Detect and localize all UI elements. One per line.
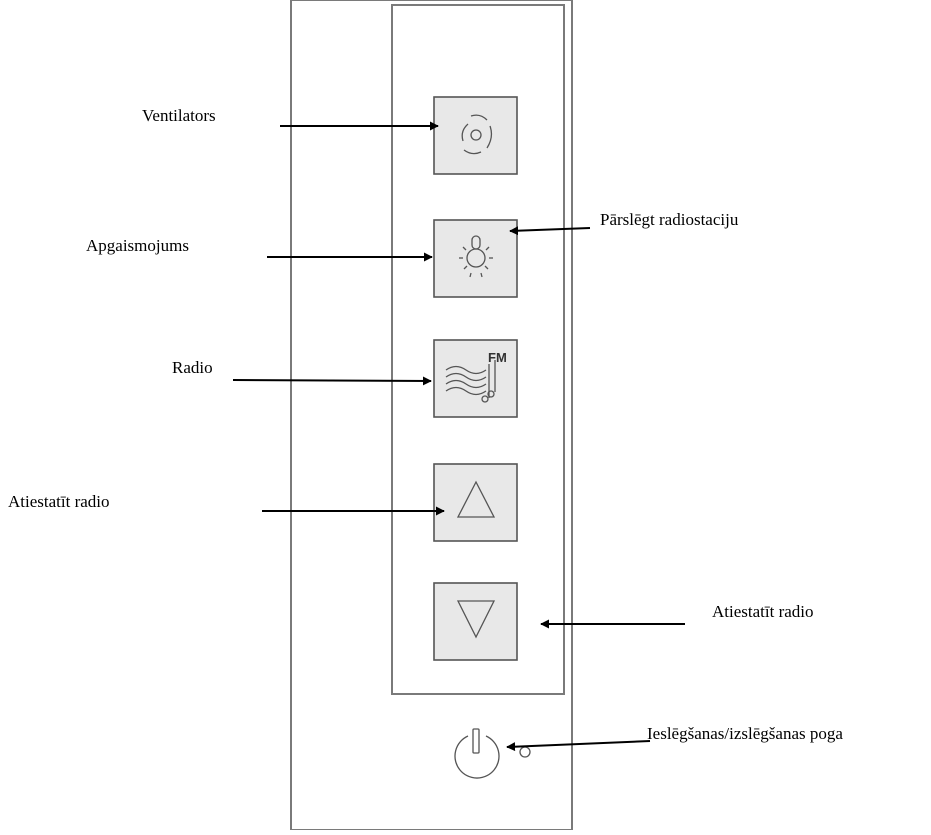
arrow-power (506, 740, 651, 752)
fan-button[interactable] (433, 96, 518, 175)
label-switch-station: Pārslēgt radiostaciju (600, 210, 739, 229)
panel-inner-frame (391, 4, 565, 695)
triangle-up-icon (456, 480, 496, 518)
power-indicator-led (519, 746, 531, 758)
up-button[interactable] (433, 463, 518, 542)
triangle-down-icon (456, 600, 496, 639)
fan-icon (461, 114, 493, 155)
fm-radio-icon (445, 360, 496, 403)
power-button[interactable] (454, 728, 531, 779)
label-lighting: Apgaismojums (86, 236, 189, 255)
label-fan: Ventilators (142, 106, 216, 125)
label-radio: Radio (172, 358, 213, 377)
down-button[interactable] (433, 582, 518, 661)
power-icon (454, 735, 500, 779)
panel-outer-frame (290, 0, 573, 831)
arrow-switch-station (509, 226, 591, 236)
label-reset-radio-up: Atiestatīt radio (8, 492, 110, 511)
lighting-button[interactable] (433, 219, 518, 298)
label-power-button: Ieslēgšanas/izslēgšanas poga (647, 724, 843, 743)
radio-button[interactable]: FM (433, 339, 518, 418)
fm-badge: FM (488, 350, 507, 365)
light-bulb-icon (459, 235, 493, 278)
label-reset-radio-down: Atiestatīt radio (712, 602, 814, 621)
arrow-radio (232, 376, 432, 386)
